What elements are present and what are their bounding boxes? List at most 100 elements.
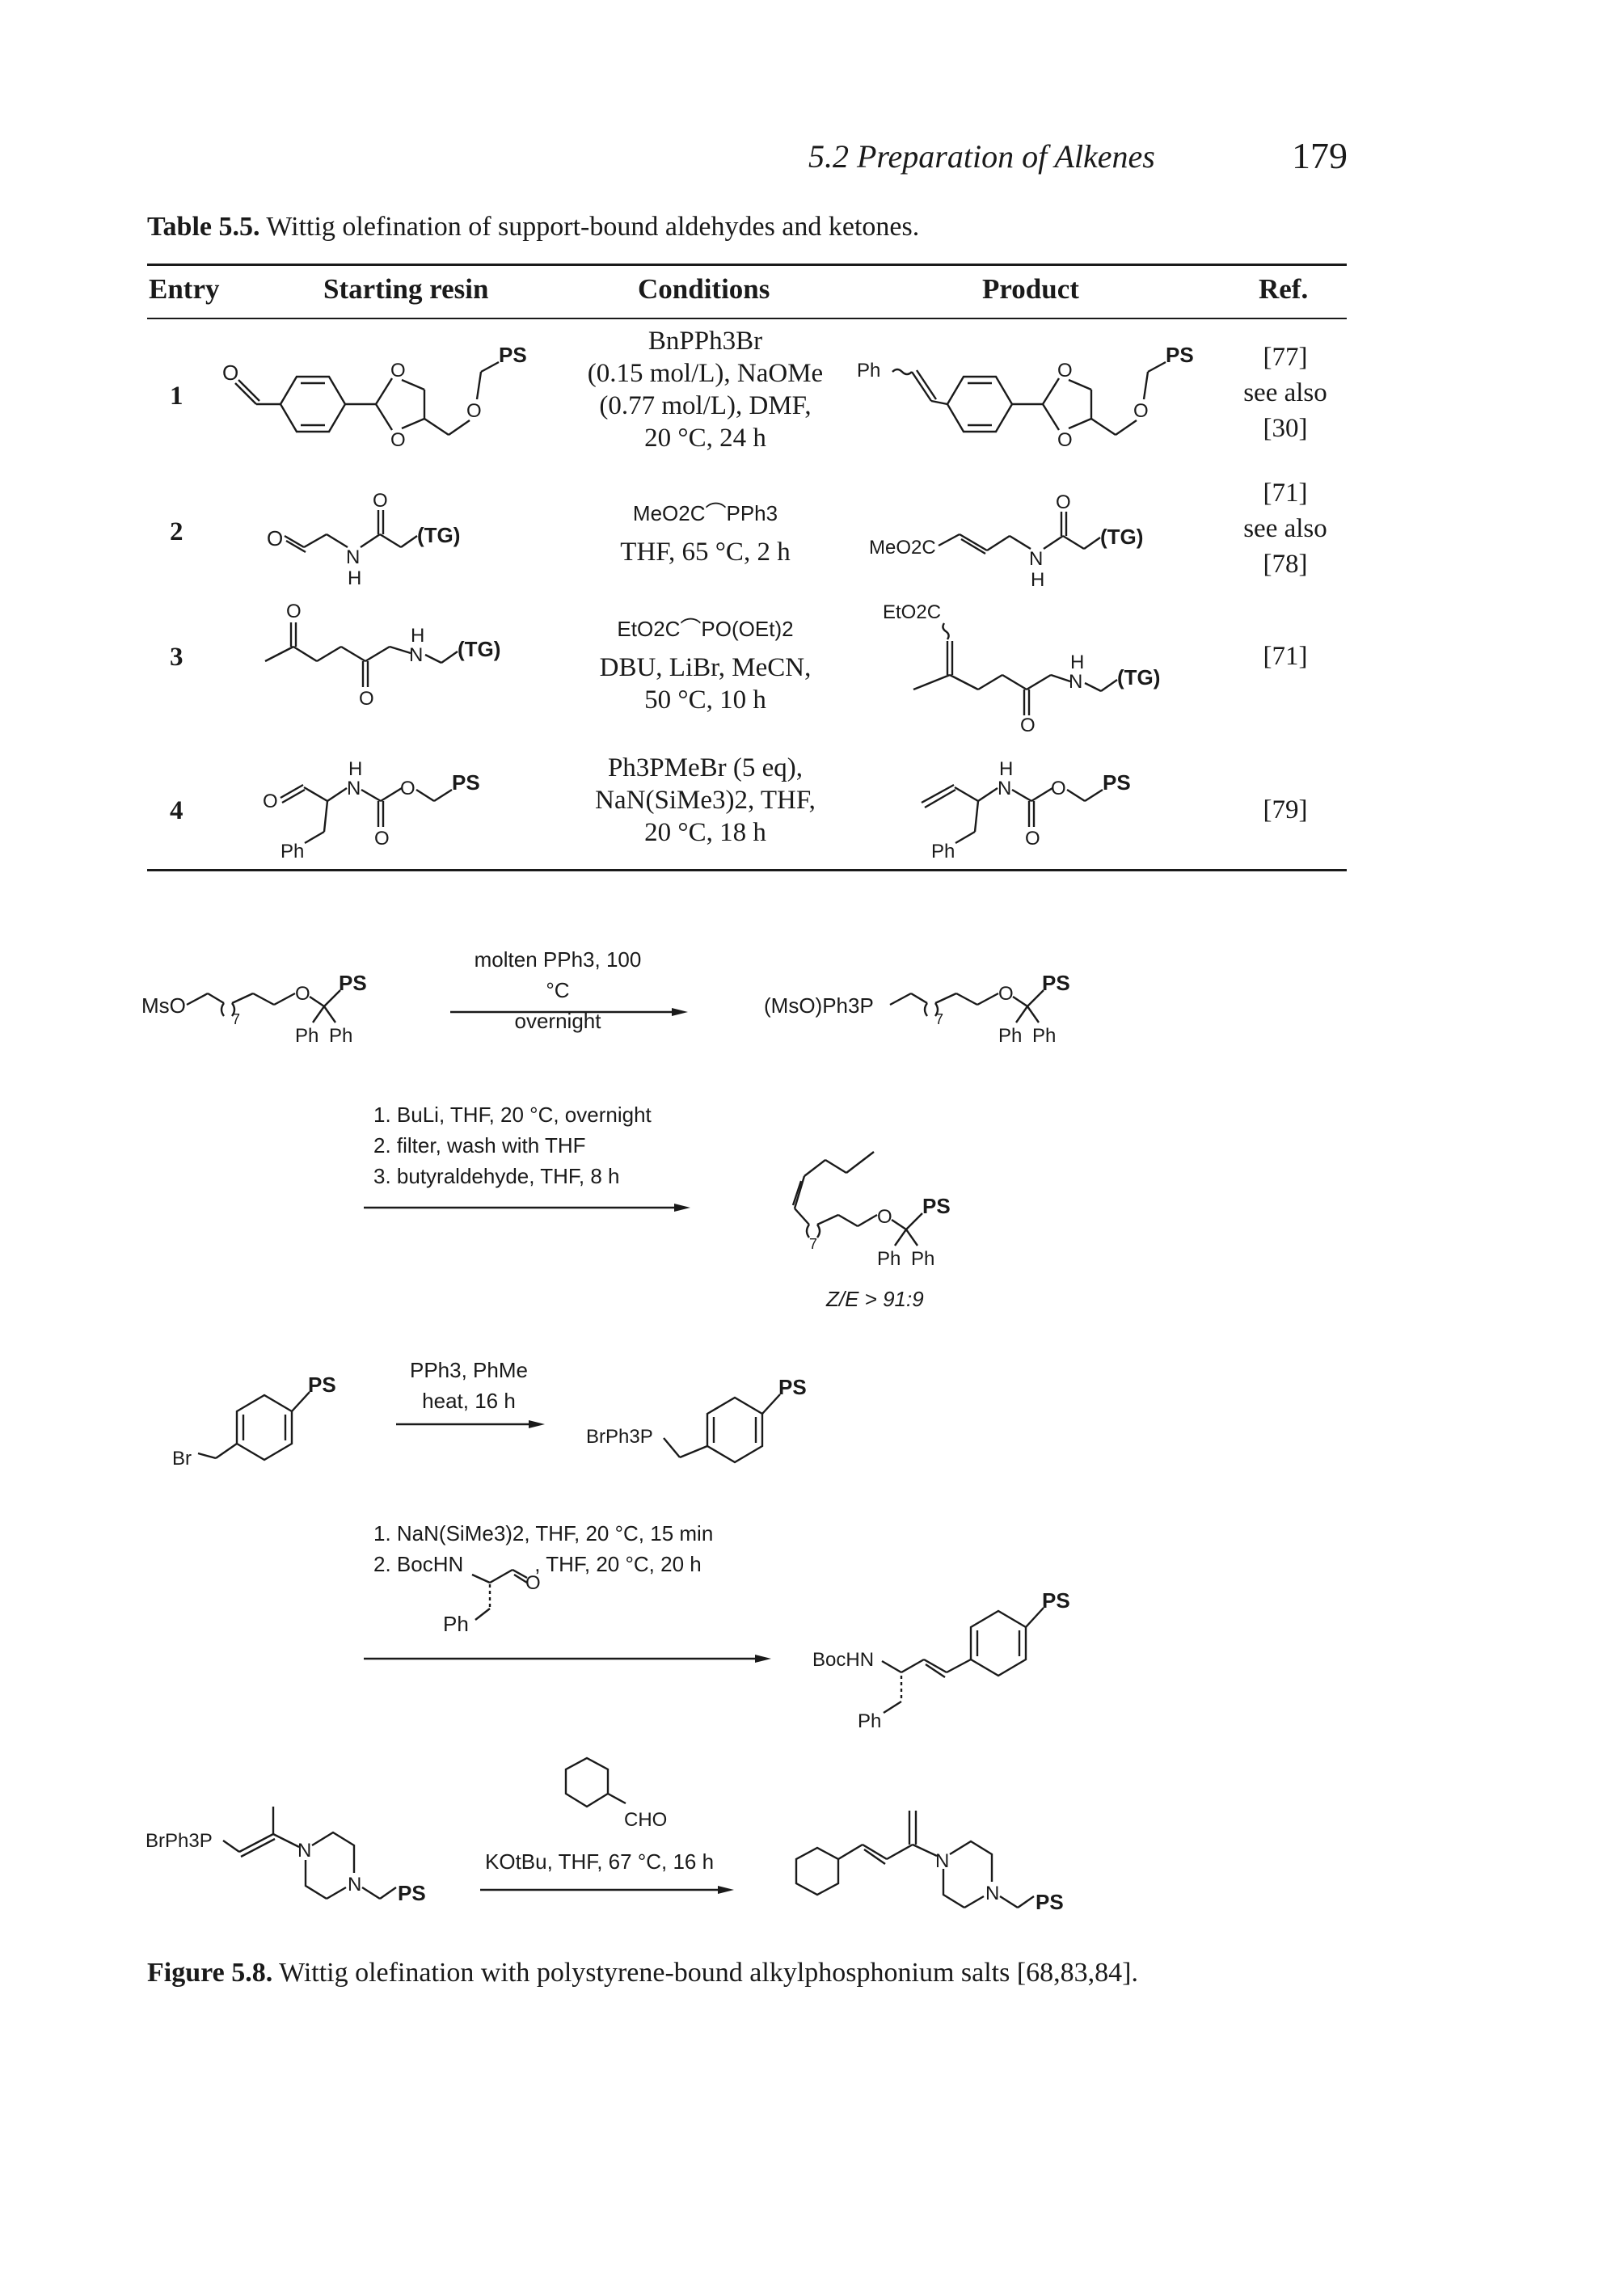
entry-number: 1 xyxy=(170,382,183,411)
product-structure: MeO2C N H O (TG) xyxy=(869,491,1143,591)
condition-line: 2. filter, wash with THF xyxy=(373,1133,586,1158)
phenyl-label: Ph xyxy=(1032,1025,1056,1047)
atom-label: O xyxy=(374,828,390,850)
atom-label: O xyxy=(466,400,482,422)
atom-label: N xyxy=(935,1850,949,1872)
boc-amine-label: BocHN xyxy=(812,1649,874,1671)
condition-line: 3. butyraldehyde, THF, 8 h xyxy=(373,1164,620,1188)
aldehyde-label: CHO xyxy=(624,1809,667,1831)
tentagel-label: (TG) xyxy=(458,637,500,661)
column-header-product: Product xyxy=(982,273,1079,305)
product-structure: EtO2C O N H (TG) xyxy=(883,601,1160,736)
reference-line: [79] xyxy=(1263,795,1308,824)
conditions-cell: MeO2C⌒PPh3 THF, 65 °C, 2 h xyxy=(558,497,853,568)
polystyrene-label: PS xyxy=(398,1881,426,1905)
figure-caption-text: Wittig olefination with polystyrene-boun… xyxy=(279,1958,1138,1988)
atom-label: O xyxy=(1057,360,1073,382)
atom-label: N xyxy=(1029,548,1043,570)
condition-line: THF, 65 °C, 2 h xyxy=(620,538,791,567)
aldehyde-reagent-structure: O xyxy=(471,1568,541,1621)
tentagel-label: (TG) xyxy=(1100,525,1143,549)
reference-line: see also xyxy=(1243,378,1327,407)
column-header-entry: Entry xyxy=(149,273,220,305)
atom-label: O xyxy=(1025,828,1040,850)
entry-number: 2 xyxy=(170,517,183,546)
phenyl-label: Ph xyxy=(295,1025,318,1047)
phosphonium-label: (MsO)Ph3P xyxy=(764,993,874,1018)
table-top-rule xyxy=(147,264,1347,266)
polystyrene-label: PS xyxy=(778,1375,807,1399)
condition-line: BnPPh3Br xyxy=(647,327,763,356)
repeat-subscript: 7 xyxy=(935,1011,943,1027)
atom-label: O xyxy=(1051,778,1066,799)
condition-line: 2. BocHN, THF, 20 °C, 20 h xyxy=(373,1549,713,1579)
reaction-conditions: 1. NaN(SiMe3)2, THF, 20 °C, 15 min 2. Bo… xyxy=(373,1518,713,1579)
polystyrene-label: PS xyxy=(1042,971,1070,995)
reference-cell: [77] see also [30] xyxy=(1217,339,1354,446)
reaction-arrow xyxy=(364,1204,690,1212)
starting-resin-structure: O O N H (TG) xyxy=(264,601,500,710)
phenyl-label: Ph xyxy=(329,1025,352,1047)
condition-line: 1. BuLi, THF, 20 °C, overnight xyxy=(373,1103,652,1127)
atom-label: H xyxy=(348,567,361,589)
condition-reagent: EtO2C⌒PO(OEt)2 xyxy=(617,617,794,641)
atom-label: O xyxy=(263,791,278,812)
reference-cell: [71] see also [78] xyxy=(1217,475,1354,582)
table-caption-text: Wittig olefination of support-bound alde… xyxy=(266,212,920,242)
phosphonium-resin-structure: (MsO)Ph3P 7 O PS Ph Ph xyxy=(764,971,1070,1047)
reference-line: [77] xyxy=(1263,343,1308,372)
phosphonium-label: BrPh3P xyxy=(586,1426,653,1448)
reaction-conditions: 1. BuLi, THF, 20 °C, overnight 2. filter… xyxy=(373,1099,652,1191)
atom-label: H xyxy=(1070,652,1084,673)
atom-label: N xyxy=(346,546,360,568)
entry-number: 4 xyxy=(170,796,183,825)
atom-label: O xyxy=(877,1206,892,1228)
atom-label: O xyxy=(525,1572,541,1594)
table-header-rule xyxy=(147,318,1347,319)
tentagel-label: (TG) xyxy=(417,523,460,547)
condition-line: molten PPh3, 100 °C xyxy=(474,947,642,1002)
condition-line: 20 °C, 18 h xyxy=(644,818,766,847)
phenyl-label: Ph xyxy=(281,841,304,862)
table-caption: Table 5.5. Wittig olefination of support… xyxy=(147,212,919,242)
condition-part: 2. BocHN xyxy=(373,1552,464,1576)
atom-label: O xyxy=(286,601,302,622)
atom-label: O xyxy=(359,688,374,710)
atom-label: N xyxy=(998,778,1011,799)
polystyrene-label: PS xyxy=(1036,1890,1064,1914)
atom-label: N xyxy=(297,1840,311,1862)
atom-label: N xyxy=(985,1883,999,1904)
cyclohexanecarbaldehyde-structure: CHO xyxy=(564,1756,667,1831)
reaction-arrow xyxy=(450,1008,688,1016)
diene-piperazine-resin-structure: N N PS xyxy=(795,1811,1064,1914)
atom-label: O xyxy=(1056,491,1071,513)
conditions-cell: BnPPh3Br (0.15 mol/L), NaOMe (0.77 mol/L… xyxy=(558,325,853,454)
atom-label: O xyxy=(1057,429,1073,451)
repeat-subscript: 7 xyxy=(809,1236,817,1252)
phenyl-label: Ph xyxy=(931,841,955,862)
methyl-ester-label: MeO2C xyxy=(869,537,936,559)
atom-label: H xyxy=(411,625,424,647)
reaction-arrow xyxy=(364,1655,771,1663)
page-number: 179 xyxy=(1292,135,1348,176)
condition-line: 20 °C, 24 h xyxy=(644,424,766,453)
atom-label: Br xyxy=(172,1448,192,1470)
table-bottom-rule xyxy=(147,869,1347,871)
atom-label: O xyxy=(390,360,406,382)
atom-label: O xyxy=(400,778,415,799)
polystyrene-label: PS xyxy=(1042,1588,1070,1613)
conditions-cell: Ph3PMeBr (5 eq), NaN(SiMe3)2, THF, 20 °C… xyxy=(558,752,853,849)
phenyl-label: Ph xyxy=(858,1710,881,1732)
condition-line: heat, 16 h xyxy=(422,1389,516,1413)
alkene-resin-structure: 7 O PS Ph Ph xyxy=(791,1151,951,1270)
figure-caption-label: Figure 5.8. xyxy=(147,1958,273,1988)
atom-label: MsO xyxy=(141,993,186,1018)
reference-line: [71] xyxy=(1263,642,1308,671)
phenyl-label: Ph xyxy=(911,1248,934,1270)
polystyrene-label: PS xyxy=(922,1194,951,1218)
entry-number: 3 xyxy=(170,643,183,672)
condition-line: Ph3PMeBr (5 eq), xyxy=(607,753,804,782)
atom-label: O xyxy=(267,526,283,550)
phosphonium-label: BrPh3P xyxy=(146,1830,213,1852)
